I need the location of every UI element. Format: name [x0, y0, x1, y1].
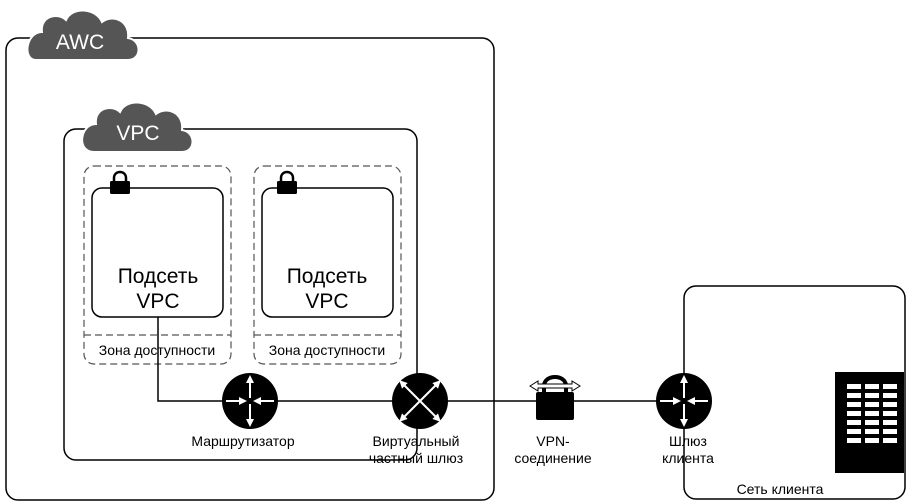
vgw-label-line2: частный шлюз [369, 450, 463, 466]
zone-1-label: Зона доступности [99, 342, 216, 358]
subnet-1-line2: VPC [136, 290, 179, 313]
vgw-label-line1: Виртуальный [373, 433, 460, 449]
router-label: Маршрутизатор [191, 433, 294, 449]
awc-cloud-icon: AWC [26, 9, 140, 61]
vpn-label-line2: соединение [514, 450, 591, 466]
subnet-1-line1: Подсеть [118, 265, 199, 288]
router-icon [222, 373, 278, 429]
subnet-2-line1: Подсеть [287, 265, 368, 288]
lock-icon [110, 170, 130, 194]
awc-label: AWC [56, 31, 104, 54]
customer-gateway-icon [656, 373, 712, 429]
cgw-label-line1: Шлюз [669, 433, 707, 449]
availability-zone-2: Подсеть VPC Зона доступности [253, 165, 402, 365]
awc-container [5, 37, 495, 501]
subnet-2-line2: VPC [305, 290, 348, 313]
availability-zone-1: Подсеть VPC Зона доступности [83, 165, 232, 365]
zone-2-label: Зона доступности [269, 342, 386, 358]
vpn-lock-icon [529, 375, 581, 420]
lock-icon [277, 170, 297, 194]
vpn-label-line1: VPN- [536, 433, 570, 449]
client-network-label: Сеть клиента [737, 481, 824, 497]
virtual-gateway-icon [392, 373, 448, 429]
client-server-icon [835, 372, 904, 473]
bidirectional-arrow-icon [529, 380, 581, 392]
cgw-label-line2: клиента [662, 450, 714, 466]
vpc-label: VPC [116, 122, 159, 145]
vpc-cloud-icon: VPC [81, 101, 194, 153]
subnet-2-box [261, 187, 394, 318]
vpc-container [63, 128, 418, 461]
subnet-to-router-line [157, 317, 224, 402]
zone-2-border [253, 165, 402, 365]
